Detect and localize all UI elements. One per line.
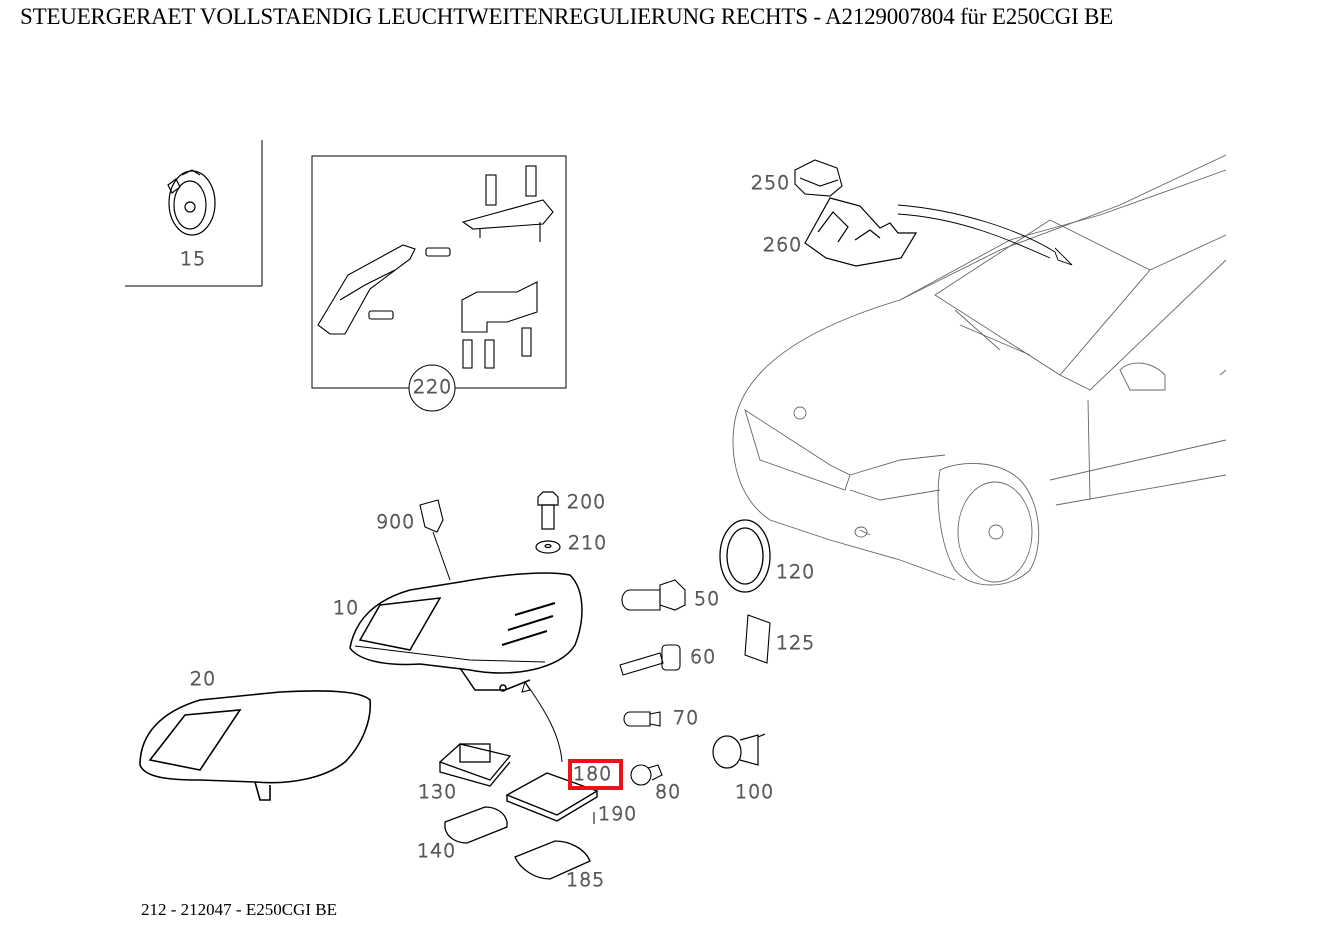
callout-50[interactable]: 50 [694, 588, 721, 611]
callout-60[interactable]: 60 [690, 646, 717, 669]
vehicle-outline-e-class [732, 154, 1227, 586]
callout-125[interactable]: 125 [776, 632, 816, 655]
part-80-bulb-icon[interactable] [630, 764, 663, 786]
callout-250[interactable]: 250 [751, 172, 791, 195]
callout-190[interactable]: 190 [598, 803, 638, 826]
highlight-box-180 [568, 759, 623, 790]
callout-70[interactable]: 70 [673, 707, 700, 730]
part-900-label-tag-icon[interactable] [419, 499, 444, 533]
callout-15[interactable]: 15 [180, 248, 207, 271]
callout-220[interactable]: 220 [413, 376, 453, 399]
part-260-cover-icon[interactable] [804, 197, 918, 267]
callout-120[interactable]: 120 [776, 561, 816, 584]
part-250-sensor-icon[interactable] [794, 159, 843, 197]
leader-900 [432, 531, 451, 581]
part-220-bracket-kit-icon[interactable] [317, 165, 554, 369]
callout-140[interactable]: 140 [417, 840, 457, 863]
callout-180-selected[interactable]: 180 [573, 763, 613, 786]
part-50-h7-bulb-icon[interactable] [621, 579, 686, 611]
callout-100[interactable]: 100 [735, 781, 775, 804]
callout-260[interactable]: 260 [763, 234, 803, 257]
callout-20[interactable]: 20 [190, 668, 217, 691]
part-210-washer-icon[interactable] [535, 540, 561, 554]
part-200-bolt-icon[interactable] [537, 491, 559, 530]
part-130-control-unit-icon[interactable] [438, 743, 512, 787]
part-120-cap-icon[interactable] [719, 519, 771, 593]
model-caption: 212 - 212047 - E250CGI BE [141, 900, 337, 919]
part-15-motor-icon[interactable] [167, 169, 216, 236]
part-180-control-unit-icon[interactable] [505, 772, 599, 822]
page-title: STEUERGERAET VOLLSTAENDIG LEUCHTWEITENRE… [20, 4, 1114, 29]
part-125-label-icon[interactable] [744, 614, 771, 664]
callout-10[interactable]: 10 [333, 597, 360, 620]
part-60-bulb-icon[interactable] [619, 644, 681, 676]
part-185-gasket-icon[interactable] [514, 840, 591, 880]
inset-frame-15 [125, 140, 263, 287]
arrow-head [521, 680, 531, 693]
callout-130[interactable]: 130 [418, 781, 458, 804]
part-20-headlamp-lens-icon[interactable] [139, 690, 372, 801]
callout-900[interactable]: 900 [376, 511, 416, 534]
part-70-bulb-icon[interactable] [623, 711, 661, 727]
arrow-180-to-10 [524, 681, 563, 763]
inset-frame-220 [311, 155, 567, 412]
part-100-socket-icon[interactable] [712, 733, 766, 769]
callout-210[interactable]: 210 [568, 532, 608, 555]
callout-80[interactable]: 80 [655, 781, 682, 804]
arrow-sensor-location [897, 204, 1073, 266]
part-10-headlamp-icon[interactable] [349, 572, 583, 692]
callout-200[interactable]: 200 [567, 491, 607, 514]
callout-185[interactable]: 185 [566, 869, 606, 892]
part-140-gasket-icon[interactable] [444, 806, 508, 844]
